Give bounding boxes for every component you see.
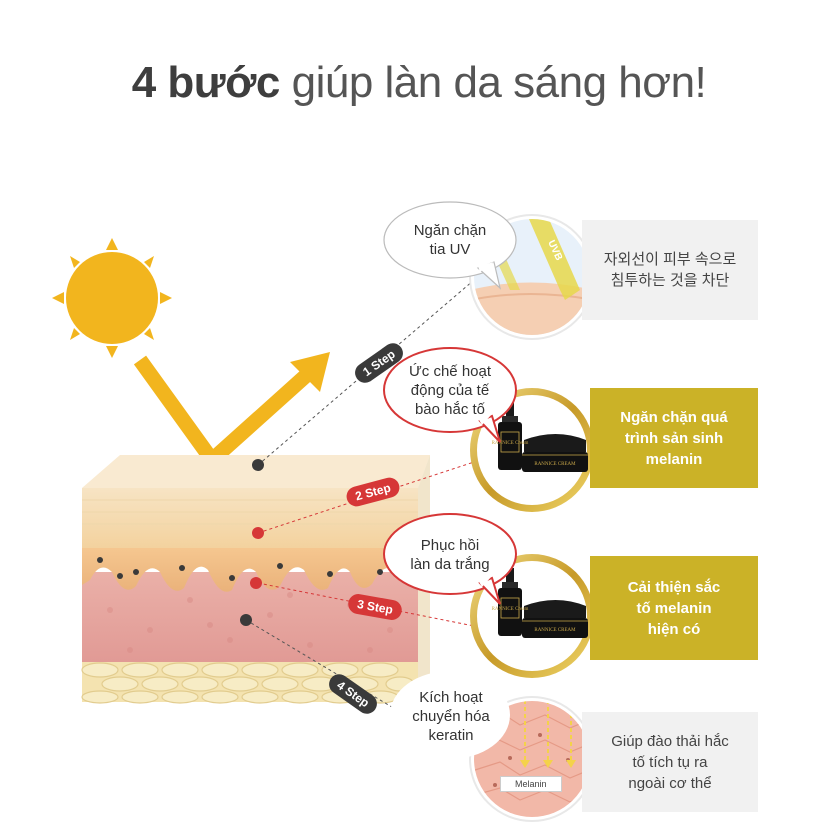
serum-bottle-icon-2 [498,568,522,636]
cream-jar-icon-2 [522,600,588,638]
info-step-1: 자외선이 피부 속으로 침투하는 것을 차단 [582,220,758,320]
jar-text: RANNICE CREAM [534,462,576,467]
info-step-3: Cải thiện sắc tố melanin hiện có [590,556,758,660]
bottle-text-2: RANNICE Cream [492,607,529,612]
title-bold: 4 bước [131,58,281,107]
bubble-step-2: Ức chế hoạt động của tế bào hắc tố [408,362,492,418]
jar-text-2: RANNICE CREAM [534,628,576,633]
bottle-text: RANNICE Cream [492,441,529,446]
speech-bubbles [383,201,517,759]
product-circle-step3: RANNICE Cream RANNICE CREAM [470,554,594,678]
bubble-step-4: Kích hoạt chuyển hóa keratin [412,688,490,744]
cream-jar-icon [522,434,588,472]
title-rest: giúp làn da sáng hơn! [291,58,707,107]
uv-reflection-arrow [133,352,330,472]
product-circle-step2: RANNICE Cream RANNICE CREAM [470,388,594,512]
info-step-4: Giúp đào thải hắc tố tích tụ ra ngoài cơ… [582,712,758,812]
melanin-label: Melanin [500,776,562,792]
bubble-step-3: Phục hồi làn da trắng [410,537,490,573]
info-step-2: Ngăn chặn quá trình sản sinh melanin [590,388,758,488]
step-dots [240,459,264,626]
bubble-step-1: Ngăn chặn tia UV [413,222,487,258]
page-title: 4 bước giúp làn da sáng hơn! [0,58,838,108]
sun-icon [52,238,172,358]
